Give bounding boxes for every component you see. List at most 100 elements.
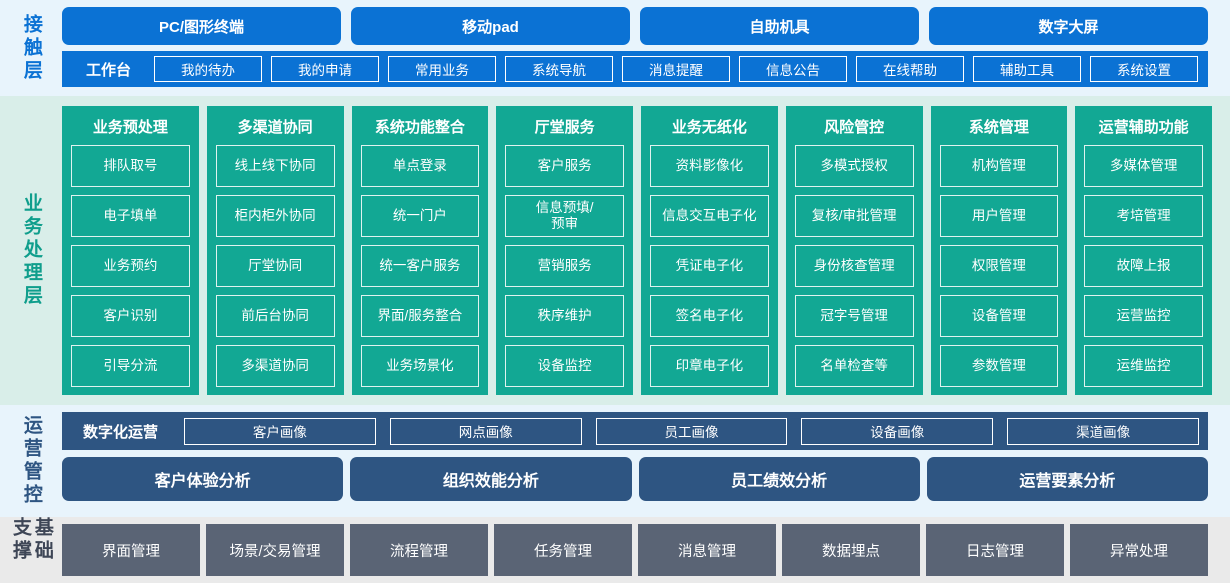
- foundation-process-management-label: 流程管理: [390, 543, 448, 560]
- layer-access-body: PC/图形终端 移动pad 自助机具 数字大屏 工作台 我的待办 我的申请: [62, 0, 1230, 96]
- foundation-message-management[interactable]: 消息管理: [638, 524, 776, 576]
- nav-item-info-announcement[interactable]: 信息公告: [739, 56, 848, 82]
- business-columns: 业务预处理 排队取号 电子填单 业务预约 客户识别 引导分流 多渠道协同 线上线…: [62, 106, 1212, 395]
- biz-item-order-maintenance[interactable]: 秩序维护: [505, 295, 624, 337]
- business-column-operation-support: 运营辅助功能 多媒体管理 考培管理 故障上报 运营监控 运维监控: [1075, 106, 1212, 395]
- analysis-employee-performance[interactable]: 员工绩效分析: [638, 457, 920, 501]
- nav-item-system-settings[interactable]: 系统设置: [1090, 56, 1199, 82]
- business-column-operation-support-title: 运营辅助功能: [1098, 119, 1189, 136]
- analysis-customer-experience[interactable]: 客户体验分析: [62, 457, 344, 501]
- analysis-org-efficiency[interactable]: 组织效能分析: [350, 457, 632, 501]
- biz-item-user-management[interactable]: 用户管理: [939, 195, 1059, 237]
- nav-item-online-help-label: 在线帮助: [883, 63, 938, 78]
- biz-item-org-management[interactable]: 机构管理: [939, 145, 1059, 187]
- nav-item-message-reminder[interactable]: 消息提醒: [622, 56, 731, 82]
- biz-item-info-exchange-digital[interactable]: 信息交互电子化: [650, 195, 769, 237]
- business-column-system-management-title: 系统管理: [968, 119, 1029, 136]
- biz-item-signature-digital[interactable]: 签名电子化: [650, 295, 769, 337]
- portrait-customer[interactable]: 客户画像: [184, 417, 376, 445]
- digital-operations-title: 数字化运营: [83, 423, 159, 441]
- business-column-operation-support-items: 多媒体管理 考培管理 故障上报 运营监控 运维监控: [1084, 145, 1203, 387]
- biz-item-online-offline-sync[interactable]: 线上线下协同: [215, 145, 335, 187]
- layer-operations: 运营管控 数字化运营 客户画像 网点画像 员工画像 设备画像 渠道画像: [0, 405, 1230, 517]
- business-column-paperless: 业务无纸化 资料影像化 信息交互电子化 凭证电子化 签名电子化 印章电子化: [641, 106, 778, 395]
- biz-item-queue-ticket[interactable]: 排队取号: [71, 145, 190, 187]
- biz-item-maintenance-monitoring[interactable]: 运维监控: [1084, 345, 1203, 387]
- foundation-data-tracking[interactable]: 数据埋点: [782, 524, 920, 576]
- biz-item-lobby-sync[interactable]: 厅堂协同: [215, 245, 335, 287]
- nav-item-my-todo-label: 我的待办: [181, 63, 236, 78]
- foundation-scenario-transaction-management[interactable]: 场景/交易管理: [206, 524, 344, 576]
- nav-item-system-settings-label: 系统设置: [1117, 63, 1172, 78]
- biz-item-seal-digital[interactable]: 印章电子化: [650, 345, 769, 387]
- channel-pc[interactable]: PC/图形终端: [62, 7, 341, 45]
- layer-foundation-label: 基础支撑: [0, 517, 62, 583]
- portrait-branch[interactable]: 网点画像: [389, 417, 582, 445]
- nav-item-message-reminder-label: 消息提醒: [649, 63, 704, 78]
- biz-item-guide-diversion[interactable]: 引导分流: [71, 345, 190, 387]
- biz-item-single-sign-on[interactable]: 单点登录: [360, 145, 480, 187]
- portrait-channel[interactable]: 渠道画像: [1007, 417, 1199, 445]
- analysis-operation-factors[interactable]: 运营要素分析: [926, 457, 1208, 501]
- biz-item-multimedia-management[interactable]: 多媒体管理: [1084, 145, 1203, 187]
- nav-item-online-help[interactable]: 在线帮助: [856, 56, 965, 82]
- foundation-data-tracking-label: 数据埋点: [822, 543, 880, 560]
- biz-item-device-monitoring[interactable]: 设备监控: [505, 345, 624, 387]
- biz-item-pre-fill-pre-review[interactable]: 信息预填/ 预审: [505, 195, 624, 237]
- layer-access-label-text: 接触层: [20, 13, 42, 83]
- biz-item-unified-portal[interactable]: 统一门户: [360, 195, 480, 237]
- biz-item-review-approval[interactable]: 复核/审批管理: [794, 195, 914, 237]
- biz-item-counter-inout-sync[interactable]: 柜内柜外协同: [215, 195, 335, 237]
- channel-pc-label: PC/图形终端: [158, 18, 244, 36]
- foundation-exception-handling[interactable]: 异常处理: [1070, 524, 1208, 576]
- biz-item-multichannel-sync[interactable]: 多渠道协同: [215, 345, 335, 387]
- analysis-row: 客户体验分析 组织效能分析 员工绩效分析 运营要素分析: [62, 457, 1208, 501]
- biz-item-appointment[interactable]: 业务预约: [71, 245, 190, 287]
- foundation-log-management[interactable]: 日志管理: [926, 524, 1064, 576]
- biz-item-permission-management[interactable]: 权限管理: [939, 245, 1059, 287]
- biz-item-fault-reporting[interactable]: 故障上报: [1084, 245, 1203, 287]
- portrait-device-label: 设备画像: [870, 425, 925, 440]
- nav-item-common-business[interactable]: 常用业务: [388, 56, 497, 82]
- channel-mobile-pad[interactable]: 移动pad: [351, 7, 630, 45]
- foundation-process-management[interactable]: 流程管理: [350, 524, 488, 576]
- business-column-multichannel: 多渠道协同 线上线下协同 柜内柜外协同 厅堂协同 前后台协同 多渠道协同: [206, 106, 344, 395]
- channel-self-service[interactable]: 自助机具: [640, 7, 919, 45]
- portrait-device[interactable]: 设备画像: [801, 417, 994, 445]
- layer-operations-body: 数字化运营 客户画像 网点画像 员工画像 设备画像 渠道画像: [62, 405, 1230, 517]
- nav-item-my-todo[interactable]: 我的待办: [154, 56, 263, 82]
- analysis-operation-factors-label: 运营要素分析: [1019, 473, 1116, 490]
- biz-item-business-scenarios[interactable]: 业务场景化: [360, 345, 480, 387]
- biz-item-training-management[interactable]: 考培管理: [1084, 195, 1203, 237]
- nav-item-my-application[interactable]: 我的申请: [271, 56, 380, 82]
- channel-digital-screen[interactable]: 数字大屏: [929, 7, 1208, 45]
- biz-item-multimode-authorization[interactable]: 多模式授权: [794, 145, 914, 187]
- biz-item-customer-service[interactable]: 客户服务: [505, 145, 624, 187]
- biz-item-watchlist-check[interactable]: 名单检查等: [794, 345, 914, 387]
- biz-item-identity-verification[interactable]: 身份核查管理: [794, 245, 914, 287]
- biz-item-operation-monitoring[interactable]: 运营监控: [1084, 295, 1203, 337]
- business-column-system-integration-title: 系统功能整合: [374, 119, 465, 136]
- foundation-task-management[interactable]: 任务管理: [494, 524, 632, 576]
- biz-item-device-management[interactable]: 设备管理: [939, 295, 1059, 337]
- portrait-employee[interactable]: 员工画像: [595, 417, 788, 445]
- biz-item-serial-number-management[interactable]: 冠字号管理: [794, 295, 914, 337]
- biz-item-voucher-digital[interactable]: 凭证电子化: [650, 245, 769, 287]
- layer-foundation: 基础支撑 界面管理 场景/交易管理 流程管理 任务管理 消息管理 数据埋点 日志…: [0, 517, 1230, 583]
- biz-item-marketing-service[interactable]: 营销服务: [505, 245, 624, 287]
- nav-item-system-navigation[interactable]: 系统导航: [505, 56, 614, 82]
- biz-item-customer-identify[interactable]: 客户识别: [71, 295, 190, 337]
- biz-item-parameter-management[interactable]: 参数管理: [939, 345, 1059, 387]
- foundation-ui-management[interactable]: 界面管理: [62, 524, 200, 576]
- layer-operations-label: 运营管控: [0, 405, 62, 517]
- layer-foundation-body: 界面管理 场景/交易管理 流程管理 任务管理 消息管理 数据埋点 日志管理 异常…: [62, 517, 1230, 583]
- layer-business-label-text: 业务处理层: [20, 193, 42, 308]
- biz-item-unified-customer-service[interactable]: 统一客户服务: [360, 245, 480, 287]
- biz-item-e-form[interactable]: 电子填单: [71, 195, 190, 237]
- biz-item-document-imaging[interactable]: 资料影像化: [650, 145, 769, 187]
- biz-item-ui-service-integration[interactable]: 界面/服务整合: [360, 295, 480, 337]
- nav-item-auxiliary-tools[interactable]: 辅助工具: [973, 56, 1082, 82]
- foundation-task-management-label: 任务管理: [534, 543, 592, 560]
- biz-item-front-back-sync[interactable]: 前后台协同: [215, 295, 335, 337]
